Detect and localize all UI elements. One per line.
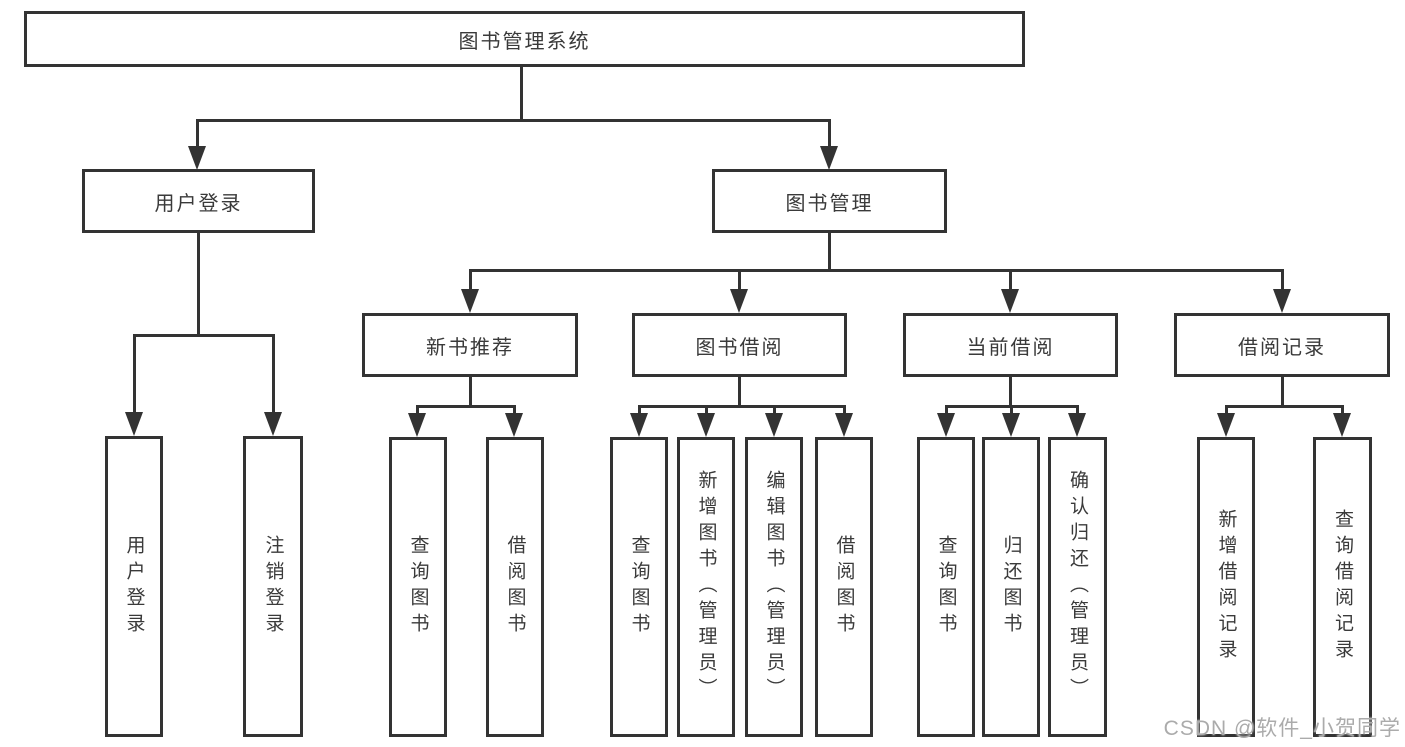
- leaf-query-books-current: 查询图书: [917, 437, 975, 737]
- connector-drop: [843, 405, 846, 415]
- connector-drop: [1076, 405, 1079, 415]
- leaf-confirm-return-admin: 确认归还（管理员）: [1048, 437, 1107, 737]
- arrowhead-down-icon: [461, 289, 479, 313]
- connector-branch-borrowing: [638, 405, 846, 408]
- node-root: 图书管理系统: [24, 11, 1025, 67]
- arrowhead-down-icon: [630, 413, 648, 437]
- arrowhead-down-icon: [765, 413, 783, 437]
- leaf-query-borrow-record: 查询借阅记录: [1313, 437, 1372, 737]
- connector-drop: [828, 119, 831, 149]
- leaf-query-books-newrec: 查询图书: [389, 437, 447, 737]
- arrowhead-down-icon: [820, 146, 838, 170]
- connector-branch-newbooks: [416, 405, 516, 408]
- connector-drop: [1010, 405, 1013, 415]
- csdn-watermark: CSDN @软件_小贺同学: [1163, 717, 1401, 740]
- arrowhead-down-icon: [1273, 289, 1291, 313]
- connector-drop: [638, 405, 641, 415]
- connector-drop: [1341, 405, 1344, 415]
- arrowhead-down-icon: [188, 146, 206, 170]
- leaf-edit-books-admin: 编辑图书（管理员）: [745, 437, 803, 737]
- connector-root-stem: [520, 66, 523, 122]
- connector-drop: [738, 269, 741, 292]
- arrowhead-down-icon: [730, 289, 748, 313]
- arrowhead-down-icon: [697, 413, 715, 437]
- connector-newbooks-stem: [469, 376, 472, 408]
- arrowhead-down-icon: [264, 412, 282, 436]
- connector-drop: [469, 269, 472, 292]
- leaf-borrow-books-newrec: 借阅图书: [486, 437, 544, 737]
- connector-branch-records: [1225, 405, 1344, 408]
- connector-drop: [196, 119, 199, 149]
- connector-current-stem: [1009, 376, 1012, 408]
- arrowhead-down-icon: [408, 413, 426, 437]
- connector-borrowing-stem: [738, 376, 741, 408]
- connector-bookmgmt-stem: [828, 232, 831, 272]
- leaf-borrow-books-borrow: 借阅图书: [815, 437, 873, 737]
- connector-drop: [513, 405, 516, 415]
- leaf-add-borrow-record: 新增借阅记录: [1197, 437, 1255, 737]
- arrowhead-down-icon: [1217, 413, 1235, 437]
- arrowhead-down-icon: [835, 413, 853, 437]
- connector-drop: [945, 405, 948, 415]
- node-borrowing-records: 借阅记录: [1174, 313, 1390, 377]
- connector-drop: [416, 405, 419, 415]
- node-book-management: 图书管理: [712, 169, 947, 233]
- leaf-logout: 注销登录: [243, 436, 303, 737]
- connector-drop: [773, 405, 776, 415]
- arrowhead-down-icon: [1002, 413, 1020, 437]
- node-user-login: 用户登录: [82, 169, 315, 233]
- arrowhead-down-icon: [937, 413, 955, 437]
- leaf-user-login: 用户登录: [105, 436, 163, 737]
- connector-drop: [1009, 269, 1012, 292]
- connector-drop: [705, 405, 708, 415]
- connector-drop: [1225, 405, 1228, 415]
- arrowhead-down-icon: [1068, 413, 1086, 437]
- leaf-query-books-borrow: 查询图书: [610, 437, 668, 737]
- node-book-borrowing: 图书借阅: [632, 313, 847, 377]
- connector-drop: [133, 334, 136, 416]
- connector-userlogin-stem: [197, 232, 200, 336]
- connector-records-stem: [1281, 376, 1284, 408]
- arrowhead-down-icon: [505, 413, 523, 437]
- node-new-book-recommend: 新书推荐: [362, 313, 578, 377]
- connector-branch-level1: [196, 119, 831, 122]
- arrowhead-down-icon: [125, 412, 143, 436]
- node-current-borrowing: 当前借阅: [903, 313, 1118, 377]
- connector-drop: [272, 334, 275, 416]
- leaf-return-books: 归还图书: [982, 437, 1040, 737]
- leaf-add-books-admin: 新增图书（管理员）: [677, 437, 735, 737]
- arrowhead-down-icon: [1001, 289, 1019, 313]
- connector-branch-userlogin: [133, 334, 275, 337]
- arrowhead-down-icon: [1333, 413, 1351, 437]
- connector-drop: [1281, 269, 1284, 292]
- connector-branch-bookmgmt: [469, 269, 1284, 272]
